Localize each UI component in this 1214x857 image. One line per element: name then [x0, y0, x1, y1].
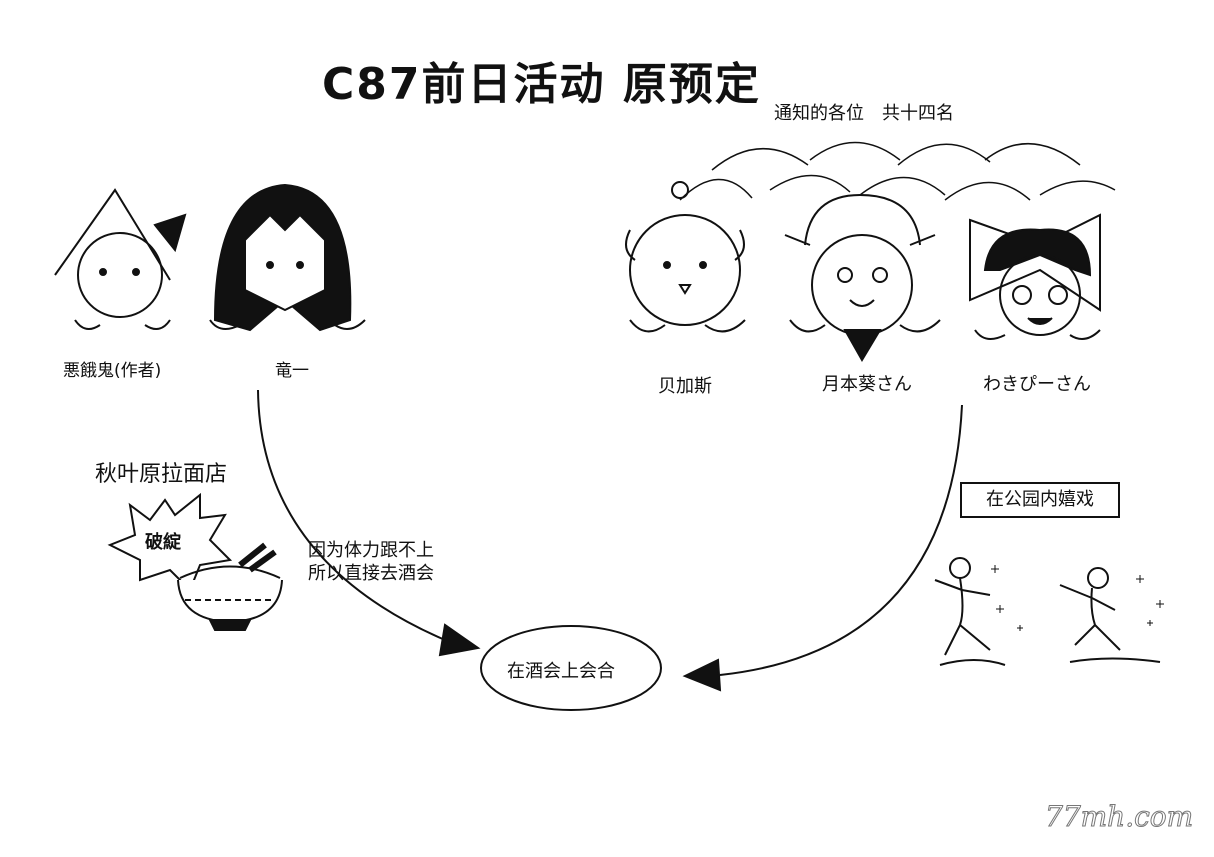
right-arrow-path [719, 404, 963, 676]
meeting-ellipse [480, 625, 662, 711]
ramen-shop-label: 秋叶原拉面店 [95, 462, 228, 487]
left-arrow-path [257, 389, 446, 641]
burst-shape [107, 492, 233, 592]
reason-line-2: 所以直接去酒会 [308, 563, 434, 584]
crowd-arcs [679, 141, 1116, 201]
character-label-wakipi: わきぴーさん [983, 374, 1091, 395]
sparkle-icons [991, 565, 1164, 631]
page-title: C87前日活动 原预定 [322, 59, 761, 110]
character-wakipi-drawing [969, 213, 1101, 340]
reason-line-1: 因为体力跟不上 [308, 540, 434, 561]
character-label-author: 悪餓鬼(作者) [63, 361, 162, 381]
ramen-bowl-drawing [177, 542, 283, 631]
subtitle: 通知的各位 共十四名 [774, 103, 954, 124]
character-label-tsukimoto: 月本葵さん [822, 374, 912, 395]
park-activity-box: 在公园内嬉戏 [960, 482, 1120, 518]
character-author-drawing [54, 188, 187, 330]
character-ryuichi-drawing [209, 183, 366, 332]
right-arrowhead [682, 658, 722, 692]
character-label-ryuichi: 竜一 [275, 361, 309, 381]
left-arrowhead [438, 623, 481, 657]
meeting-point-label: 在酒会上会合 [507, 661, 615, 682]
burst-text: 破綻 [145, 532, 181, 553]
character-tsukimoto-drawing [784, 193, 941, 362]
stick-figure-2 [1059, 567, 1161, 663]
character-beigasi-drawing [625, 181, 746, 333]
character-label-beigasi: 贝加斯 [658, 376, 712, 397]
watermark: 77mh.com [1044, 800, 1194, 834]
stick-figure-1 [934, 557, 1006, 666]
